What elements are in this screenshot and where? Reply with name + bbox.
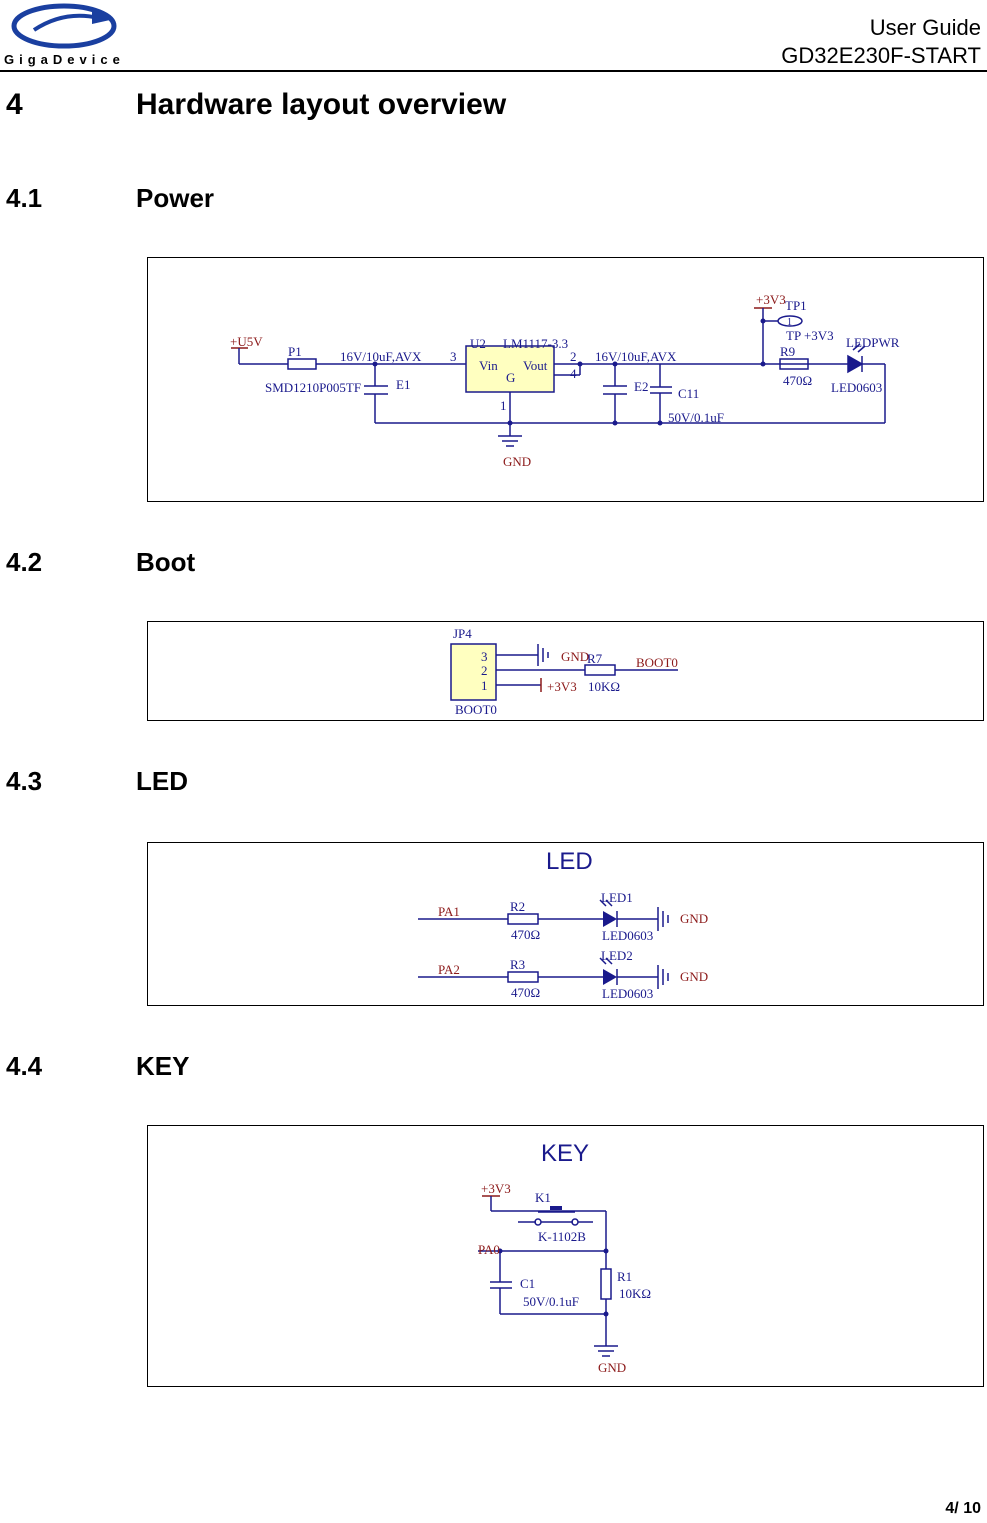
power-schematic: +U5V P1 SMD1210P005TF 16V/10uF,AVX E1 U2…: [147, 257, 984, 502]
tp-label: TP +3V3: [786, 328, 834, 343]
c1-ref: C1: [520, 1276, 535, 1291]
led1-gnd: GND: [680, 911, 708, 926]
led2-part: LED0603: [602, 986, 653, 1001]
r3-value: 470Ω: [511, 985, 540, 1000]
tp-ref: TP1: [785, 298, 807, 313]
vout-label: Vout: [523, 358, 548, 373]
doc-type: User Guide: [869, 15, 981, 40]
net-u5v: +U5V: [230, 334, 263, 349]
jp-pin-2: 2: [481, 663, 488, 678]
led-schematic: LED PA1 R2 470Ω LED1: [147, 842, 984, 1006]
doc-name: GD32E230F-START: [781, 43, 981, 68]
subsection-number: 4.2: [6, 547, 43, 577]
page-number: 4/ 10: [945, 1500, 981, 1517]
led-part: LED0603: [831, 380, 882, 395]
page-header: GigaDevice User Guide GD32E230F-START: [0, 0, 987, 72]
v33-label: +3V3: [547, 679, 577, 694]
jp-pin-1: 1: [481, 678, 488, 693]
pin-2: 2: [570, 349, 577, 364]
subsection-number: 4.1: [6, 183, 43, 213]
boot0-net: BOOT0: [636, 655, 678, 670]
fuse-part: SMD1210P005TF: [265, 380, 361, 395]
jp-ref: JP4: [453, 626, 472, 641]
r2-ref: R2: [510, 899, 525, 914]
gnd-label: GND: [561, 649, 589, 664]
subsection-title: Power: [136, 183, 215, 213]
subsection-title: Boot: [136, 547, 196, 577]
c11-value: 50V/0.1uF: [668, 410, 724, 425]
jp-pin-3: 3: [481, 649, 488, 664]
section-heading: 4 Hardware layout overview: [6, 88, 506, 122]
reg-ref: U2: [470, 336, 486, 351]
led1-ref: LED1: [601, 890, 633, 905]
led2-ref: LED2: [601, 948, 633, 963]
subsection-number: 4.4: [6, 1051, 43, 1081]
led2-gnd: GND: [680, 969, 708, 984]
k1-part: K-1102B: [538, 1229, 586, 1244]
c11-ref: C11: [678, 386, 699, 401]
r9-value: 470Ω: [783, 373, 812, 388]
pin-3: 3: [450, 349, 457, 364]
header-divider: [0, 70, 987, 72]
subsection-title: KEY: [136, 1051, 190, 1081]
r7-ref: R7: [587, 651, 603, 666]
jp-name: BOOT0: [455, 702, 497, 717]
c1-value: 50V/0.1uF: [523, 1294, 579, 1309]
r7-value: 10KΩ: [588, 679, 620, 694]
subsection-title: LED: [136, 766, 188, 796]
led1-part: LED0603: [602, 928, 653, 943]
subsection-number: 4.3: [6, 766, 43, 796]
r3-ref: R3: [510, 957, 525, 972]
pa2-net: PA2: [438, 962, 460, 977]
pin-1: 1: [500, 398, 507, 413]
led-ref: LEDPWR: [846, 335, 900, 350]
e2-ref: E2: [634, 379, 648, 394]
r2-value: 470Ω: [511, 927, 540, 942]
vin-label: Vin: [479, 358, 498, 373]
key-title: KEY: [541, 1140, 589, 1167]
section-title: Hardware layout overview: [136, 88, 507, 121]
logo-text: GigaDevice: [4, 52, 125, 67]
tp-pin: 1: [787, 317, 792, 328]
led-title: LED: [546, 848, 593, 875]
gnd-pin-label: G: [506, 370, 515, 385]
pa1-net: PA1: [438, 904, 460, 919]
pin-4: 4: [570, 366, 577, 381]
subsection-heading-power: 4.1 Power: [6, 183, 214, 214]
v33-net: +3V3: [481, 1181, 511, 1196]
pa0-net: PA0: [478, 1242, 500, 1257]
subsection-heading-boot: 4.2 Boot: [6, 547, 195, 578]
gnd-label: GND: [598, 1360, 626, 1375]
gnd-label: GND: [503, 454, 531, 469]
e1-ref: E1: [396, 377, 410, 392]
r1-ref: R1: [617, 1269, 632, 1284]
r9-ref: R9: [780, 344, 795, 359]
header-title-block: User Guide GD32E230F-START: [781, 14, 981, 70]
section-number: 4: [6, 88, 23, 121]
net-3v3: +3V3: [756, 292, 786, 307]
e2-value: 16V/10uF,AVX: [595, 349, 677, 364]
r1-value: 10KΩ: [619, 1286, 651, 1301]
fuse-ref: P1: [288, 344, 302, 359]
boot-schematic: JP4 3 2 1 BOOT0 GND +3V3 R7 10KΩ BOOT0: [147, 621, 984, 721]
e1-value: 16V/10uF,AVX: [340, 349, 422, 364]
k1-ref: K1: [535, 1190, 551, 1205]
key-schematic: KEY +3V3: [147, 1125, 984, 1387]
subsection-heading-led: 4.3 LED: [6, 766, 188, 797]
gigadevice-logo: GigaDevice: [4, 0, 134, 70]
reg-part: LM1117-3.3: [503, 336, 568, 351]
subsection-heading-key: 4.4 KEY: [6, 1051, 189, 1082]
